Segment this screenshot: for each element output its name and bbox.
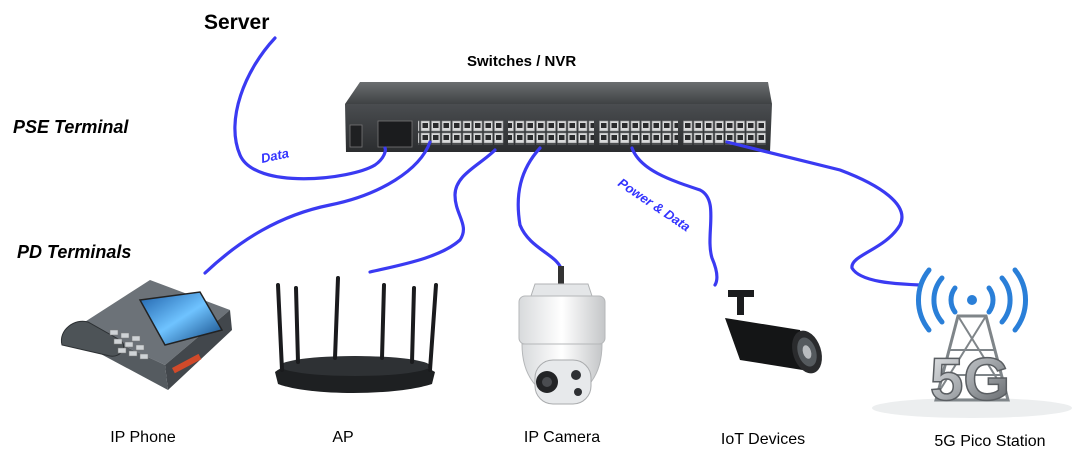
cable-ap <box>368 148 497 274</box>
port-block-1 <box>418 120 504 145</box>
device-label-ip-camera: IP Camera <box>524 429 600 446</box>
ap-router-icon <box>275 276 438 393</box>
cable-ip-camera <box>516 146 564 274</box>
port-block-3 <box>598 120 678 145</box>
switch-title: Switches / NVR <box>467 53 576 70</box>
data-cable-label: Data <box>260 145 291 166</box>
ip-phone-icon <box>60 280 232 390</box>
cable-iot <box>630 146 719 287</box>
port-block-4 <box>682 120 766 145</box>
device-label-5g-pico-station: 5G Pico Station <box>934 433 1045 450</box>
5g-badge: 5G <box>930 346 1010 413</box>
switch-top <box>345 82 772 104</box>
cable-server <box>233 36 387 181</box>
cable-5g <box>725 140 922 287</box>
server-label: Server <box>204 11 269 34</box>
cable-ip-phone <box>203 140 432 275</box>
device-label-ap: AP <box>332 429 353 446</box>
device-label-iot-devices: IoT Devices <box>721 431 805 448</box>
iot-device-icon <box>725 290 822 374</box>
console-port <box>349 124 363 148</box>
pse-terminal-label: PSE Terminal <box>13 117 129 137</box>
device-label-ip-phone: IP Phone <box>110 429 176 446</box>
pd-terminals-label: PD Terminals <box>17 242 131 262</box>
switch-nvr <box>345 82 772 152</box>
ip-camera-icon <box>518 266 606 405</box>
port-block-2 <box>508 120 594 145</box>
sfp-ports <box>377 120 413 148</box>
cables <box>203 36 922 287</box>
5g-pico-station-icon: 5G <box>872 267 1072 418</box>
